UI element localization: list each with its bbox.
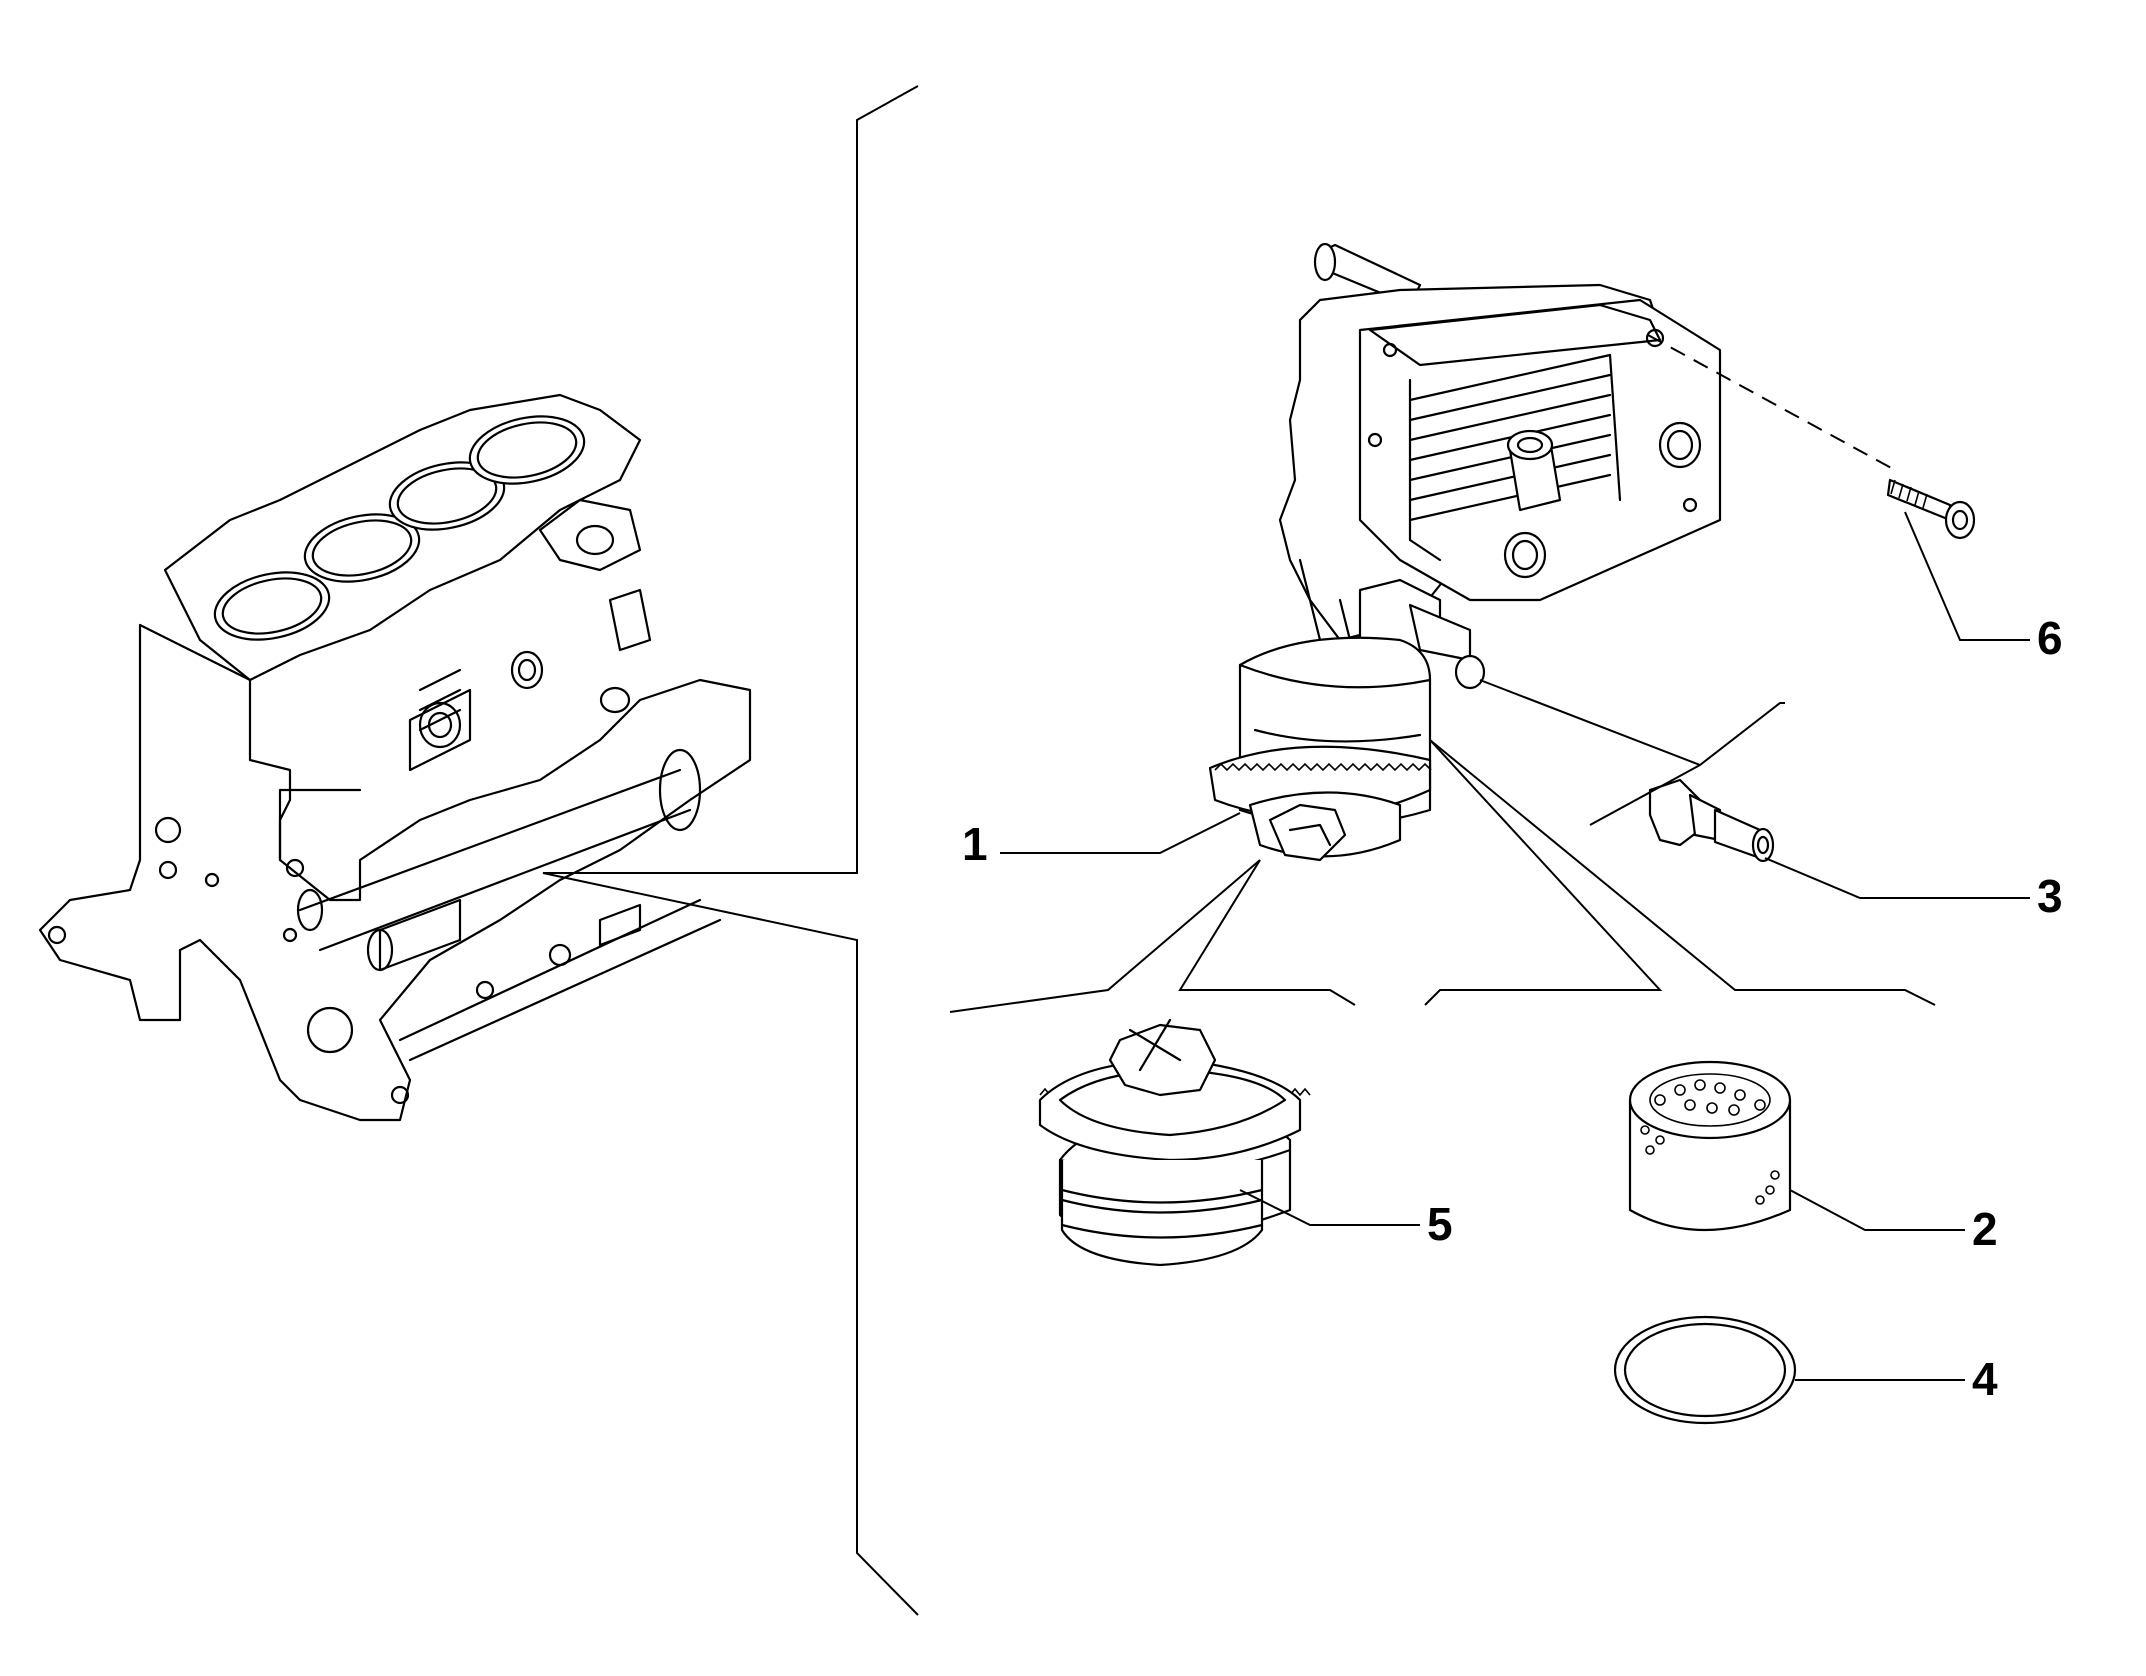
callout-4: 4	[1972, 1353, 1998, 1405]
engine-block-illustration	[38, 393, 752, 1122]
oil-filter-housing	[1208, 242, 1722, 862]
oil-pressure-switch	[1648, 778, 1775, 863]
callout-3: 3	[2037, 870, 2063, 922]
filter-cartridge	[1628, 1060, 1792, 1232]
callout-2: 2	[1972, 1203, 1998, 1255]
callout-1: 1	[962, 818, 988, 870]
o-ring	[1613, 1315, 1797, 1425]
leader-lines	[949, 334, 2030, 1381]
assembly-bracket	[542, 85, 919, 1616]
callout-6: 6	[2037, 612, 2063, 664]
callout-5: 5	[1427, 1198, 1453, 1250]
filter-cap	[1038, 1018, 1311, 1267]
screw	[1886, 478, 1976, 540]
callout-labels: 1 2 3 4 5 6	[962, 612, 2063, 1405]
